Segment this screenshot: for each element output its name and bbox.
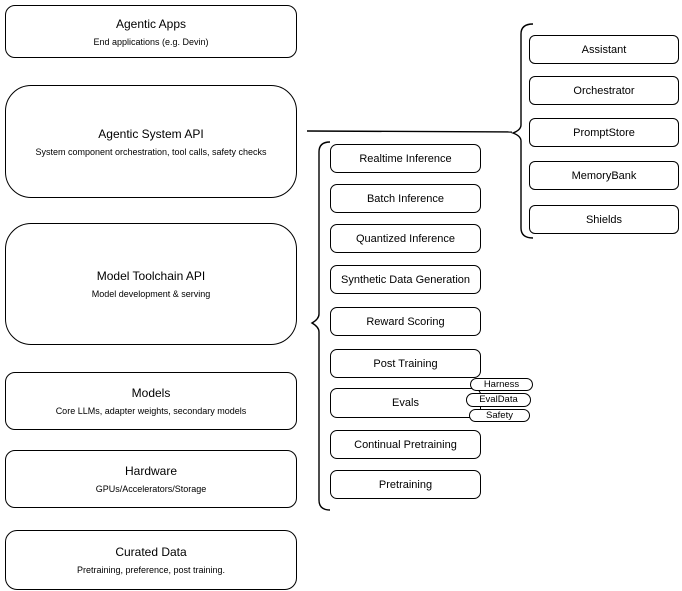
system-component-label: MemoryBank: [571, 169, 637, 182]
toolchain-item-label: Pretraining: [378, 478, 433, 491]
system-component-label: PromptStore: [573, 126, 635, 139]
model-toolchain-api-subtitle: Model development & serving: [91, 289, 211, 299]
toolchain-item-label: Post Training: [373, 357, 438, 370]
system-component-label: Orchestrator: [573, 84, 635, 97]
hardware-title: Hardware: [124, 464, 178, 478]
curated-data-title: Curated Data: [115, 545, 187, 559]
system-component-promptstore: PromptStore: [529, 118, 679, 147]
toolchain-item-label: Reward Scoring: [366, 315, 445, 328]
model-toolchain-api-title: Model Toolchain API: [96, 269, 206, 283]
eval-tag-harness: Harness: [470, 378, 533, 391]
toolchain-item-label: Quantized Inference: [355, 232, 456, 245]
agentic-system-api-box: Agentic System API System component orch…: [5, 85, 297, 198]
connector-system-api-to-components: [306, 130, 513, 133]
curated-data-box: Curated Data Pretraining, preference, po…: [5, 530, 297, 590]
eval-tag-evaldata: EvalData: [466, 393, 531, 407]
system-component-label: Shields: [585, 213, 623, 226]
eval-tag-label: Harness: [483, 378, 520, 390]
agentic-system-api-subtitle: System component orchestration, tool cal…: [35, 146, 267, 157]
toolchain-group-brace: [310, 141, 331, 511]
system-component-orchestrator: Orchestrator: [529, 76, 679, 105]
models-box: Models Core LLMs, adapter weights, secon…: [5, 372, 297, 430]
curated-data-subtitle: Pretraining, preference, post training.: [76, 565, 226, 575]
system-component-label: Assistant: [581, 43, 627, 56]
system-component-shields: Shields: [529, 205, 679, 234]
eval-tag-label: EvalData: [479, 394, 518, 406]
toolchain-item-batch-inference: Batch Inference: [330, 184, 481, 213]
eval-tag-safety: Safety: [469, 409, 530, 422]
toolchain-item-pretraining: Pretraining: [330, 470, 481, 499]
toolchain-item-label: Evals: [392, 397, 419, 409]
toolchain-item-synthetic-data-generation: Synthetic Data Generation: [330, 265, 481, 294]
toolchain-item-quantized-inference: Quantized Inference: [330, 224, 481, 253]
toolchain-item-label: Batch Inference: [366, 192, 445, 205]
agentic-apps-subtitle: End applications (e.g. Devin): [93, 36, 209, 47]
agentic-apps-box: Agentic Apps End applications (e.g. Devi…: [5, 5, 297, 58]
models-subtitle: Core LLMs, adapter weights, secondary mo…: [55, 406, 247, 416]
system-component-assistant: Assistant: [529, 35, 679, 64]
toolchain-item-label: Realtime Inference: [359, 152, 452, 165]
toolchain-item-continual-pretraining: Continual Pretraining: [330, 430, 481, 459]
toolchain-item-evals: Evals: [330, 388, 481, 418]
hardware-box: Hardware GPUs/Accelerators/Storage: [5, 450, 297, 508]
agentic-system-api-title: Agentic System API: [98, 126, 204, 141]
agentic-apps-title: Agentic Apps: [115, 16, 187, 31]
system-component-memorybank: MemoryBank: [529, 161, 679, 190]
toolchain-item-post-training: Post Training: [330, 349, 481, 378]
eval-tag-label: Safety: [486, 409, 513, 421]
toolchain-item-label: Synthetic Data Generation: [340, 273, 471, 286]
toolchain-item-realtime-inference: Realtime Inference: [330, 144, 481, 173]
toolchain-item-reward-scoring: Reward Scoring: [330, 307, 481, 336]
model-toolchain-api-box: Model Toolchain API Model development & …: [5, 223, 297, 345]
hardware-subtitle: GPUs/Accelerators/Storage: [95, 484, 207, 494]
system-components-group-brace: [511, 23, 534, 239]
toolchain-item-label: Continual Pretraining: [354, 438, 457, 451]
models-title: Models: [131, 386, 171, 400]
